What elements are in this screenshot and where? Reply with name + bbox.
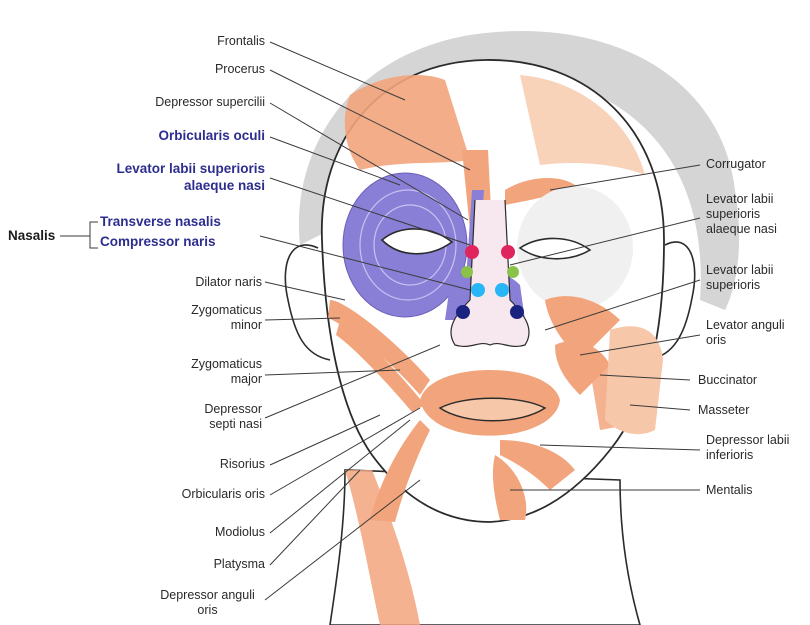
label-depressor-anguli-oris-line2: oris — [150, 603, 265, 618]
label-depressor-septi-nasi-line1: Depressor — [150, 402, 262, 417]
label-levator-alaeque-nasi-right-line3: alaeque nasi — [706, 222, 777, 237]
label-zygomaticus-major-line1: Zygomaticus — [150, 357, 262, 372]
label-procerus: Procerus — [150, 62, 265, 77]
marker-dot-cyan-right — [495, 283, 509, 297]
label-depressor-septi-nasi: Depressor septi nasi — [150, 402, 262, 432]
label-masseter: Masseter — [698, 403, 749, 418]
label-levator-alaeque-nasi-right-line2: superioris — [706, 207, 777, 222]
label-depressor-septi-nasi-line2: septi nasi — [150, 417, 262, 432]
label-zygomaticus-minor: Zygomaticus minor — [150, 303, 262, 333]
label-modiolus: Modiolus — [150, 525, 265, 540]
label-compressor-naris: Compressor naris — [100, 233, 216, 250]
label-levator-anguli-oris-line2: oris — [706, 333, 785, 348]
label-nasalis: Nasalis — [8, 227, 55, 244]
marker-dot-green-left — [461, 266, 473, 278]
label-depressor-anguli-oris: Depressor anguli oris — [150, 588, 265, 618]
label-levator-alaeque-nasi-right: Levator labii superioris alaeque nasi — [706, 192, 777, 237]
label-frontalis: Frontalis — [150, 34, 265, 49]
marker-dot-green-right — [507, 266, 519, 278]
label-depressor-anguli-oris-line1: Depressor anguli — [150, 588, 265, 603]
label-levator-alaeque-nasi-right-line1: Levator labii — [706, 192, 777, 207]
label-levator-alaeque-nasi-left-line2: alaeque nasi — [40, 177, 265, 194]
label-levator-labii-superioris-line2: superioris — [706, 278, 773, 293]
nasalis-bracket — [60, 222, 98, 248]
label-levator-anguli-oris: Levator anguli oris — [706, 318, 785, 348]
label-platysma: Platysma — [150, 557, 265, 572]
label-corrugator: Corrugator — [706, 157, 766, 172]
label-levator-alaeque-nasi-left-line1: Levator labii superioris — [40, 160, 265, 177]
marker-dot-navy-left — [456, 305, 470, 319]
label-buccinator: Buccinator — [698, 373, 757, 388]
label-orbicularis-oculi: Orbicularis oculi — [100, 127, 265, 144]
label-dilator-naris: Dilator naris — [150, 275, 262, 290]
label-depressor-labii-inferioris-line2: inferioris — [706, 448, 789, 463]
marker-dot-pink-right — [501, 245, 515, 259]
label-transverse-nasalis: Transverse nasalis — [100, 213, 221, 230]
label-depressor-labii-inferioris: Depressor labii inferioris — [706, 433, 789, 463]
label-depressor-supercilii: Depressor supercilii — [110, 95, 265, 110]
marker-dot-pink-left — [465, 245, 479, 259]
marker-dot-navy-right — [510, 305, 524, 319]
label-risorius: Risorius — [150, 457, 265, 472]
label-levator-alaeque-nasi-left: Levator labii superioris alaeque nasi — [40, 160, 265, 194]
label-depressor-labii-inferioris-line1: Depressor labii — [706, 433, 789, 448]
marker-dot-cyan-left — [471, 283, 485, 297]
label-levator-anguli-oris-line1: Levator anguli — [706, 318, 785, 333]
label-orbicularis-oris: Orbicularis oris — [130, 487, 265, 502]
label-mentalis: Mentalis — [706, 483, 753, 498]
label-zygomaticus-major-line2: major — [150, 372, 262, 387]
label-zygomaticus-major: Zygomaticus major — [150, 357, 262, 387]
label-levator-labii-superioris-line1: Levator labii — [706, 263, 773, 278]
label-zygomaticus-minor-line2: minor — [150, 318, 262, 333]
label-zygomaticus-minor-line1: Zygomaticus — [150, 303, 262, 318]
label-levator-labii-superioris: Levator labii superioris — [706, 263, 773, 293]
